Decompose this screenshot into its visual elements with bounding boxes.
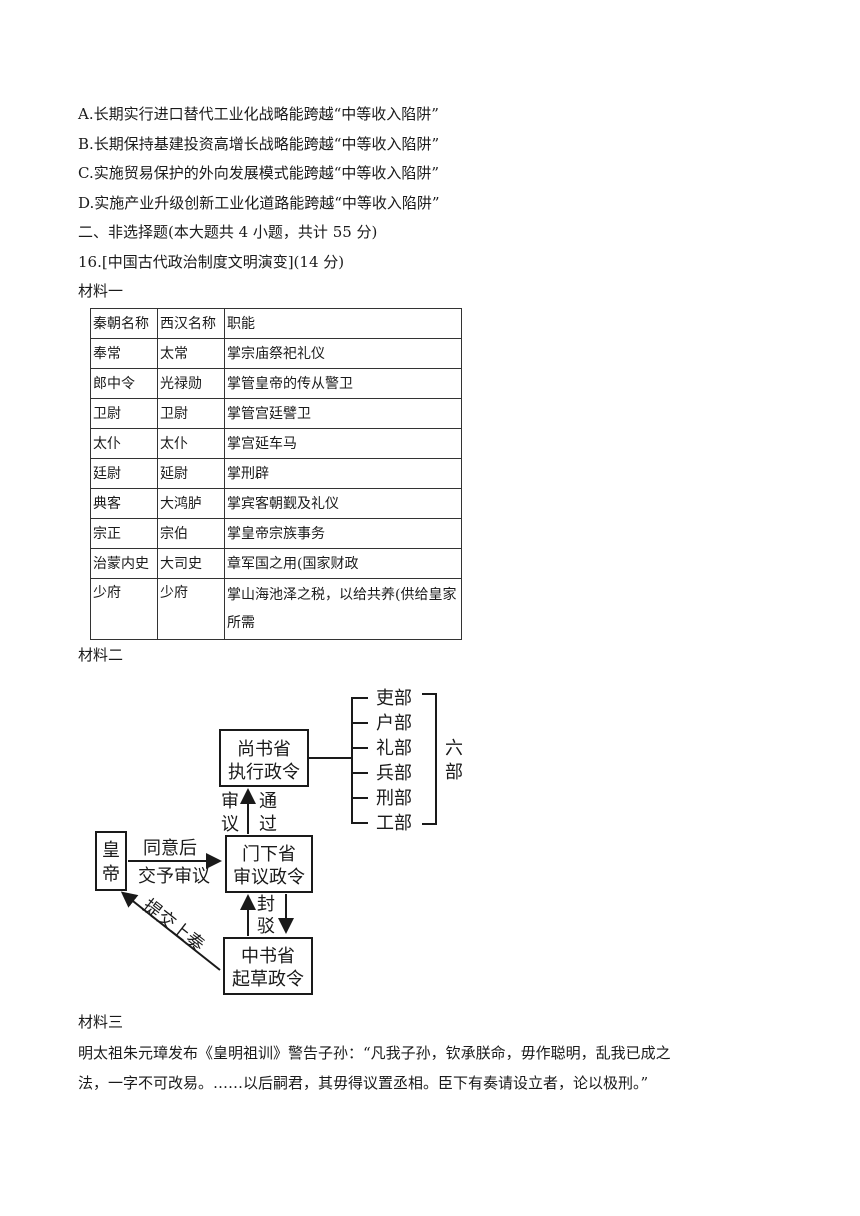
question-title: 16.[中国古代政治制度文明演变](14 分) bbox=[78, 253, 345, 271]
review-submit-label: 交予审议 bbox=[138, 866, 210, 887]
ministry-1: 吏部 bbox=[376, 688, 412, 709]
table-cell: 郎中令 bbox=[90, 368, 158, 399]
option-b: B.长期保持基建投资高增长战略能跨越“中等收入陷阱” bbox=[78, 135, 440, 153]
ministry-5: 刑部 bbox=[376, 788, 412, 809]
ministry-3: 礼部 bbox=[376, 738, 412, 759]
table-cell: 少府 bbox=[90, 578, 158, 640]
table-row: 典客 大鸿胪 掌宾客朝觐及礼仪 bbox=[90, 488, 462, 519]
table-cell: 掌宫延车马 bbox=[224, 428, 462, 459]
table-cell: 大司史 bbox=[157, 548, 225, 579]
section-heading: 二、非选择题(本大题共 4 小题，共计 55 分) bbox=[78, 223, 378, 241]
ministry-6: 工部 bbox=[376, 813, 412, 834]
table-cell: 掌皇帝宗族事务 bbox=[224, 518, 462, 549]
table-header-row: 秦朝名称 西汉名称 职能 bbox=[90, 308, 462, 339]
table-cell: 掌宾客朝觐及礼仪 bbox=[224, 488, 462, 519]
material1-label: 材料一 bbox=[78, 282, 124, 300]
menxia-name: 门下省 bbox=[242, 844, 296, 865]
table-cell: 治蒙内史 bbox=[90, 548, 158, 579]
table-cell: 太仆 bbox=[90, 428, 158, 459]
option-c: C.实施贸易保护的外向发展模式能跨越“中等收入陷阱” bbox=[78, 164, 440, 182]
table-cell: 延尉 bbox=[157, 458, 225, 489]
table-cell: 掌宗庙祭祀礼仪 bbox=[224, 338, 462, 369]
table-row: 宗正 宗伯 掌皇帝宗族事务 bbox=[90, 518, 462, 549]
header-cell: 西汉名称 bbox=[157, 308, 225, 339]
table-cell: 廷尉 bbox=[90, 458, 158, 489]
header-cell: 职能 bbox=[224, 308, 462, 339]
table-cell: 奉常 bbox=[90, 338, 158, 369]
table-cell: 卫尉 bbox=[157, 398, 225, 429]
review-char-1: 审 bbox=[221, 791, 239, 812]
agree-label: 同意后 bbox=[143, 838, 197, 859]
table-cell: 掌刑辟 bbox=[224, 458, 462, 489]
government-structure-diagram: 尚书省 执行政令 门下省 审议政令 中书省 起草政令 皇 帝 同意后 交予审议 … bbox=[95, 688, 463, 995]
pass-char-1: 通 bbox=[259, 791, 277, 812]
table-cell: 章军国之用(国家财政 bbox=[224, 548, 462, 579]
table-cell: 宗伯 bbox=[157, 518, 225, 549]
table-cell: 大鸿胪 bbox=[157, 488, 225, 519]
menxia-role: 审议政令 bbox=[233, 867, 305, 888]
ministry-4: 兵部 bbox=[376, 763, 412, 784]
table-cell: 掌山海池泽之税，以给共养(供给皇家所需 bbox=[224, 578, 462, 640]
reject-char-1: 封 bbox=[257, 894, 275, 915]
table-row: 少府 少府 掌山海池泽之税，以给共养(供给皇家所需 bbox=[90, 578, 462, 640]
table-cell: 光禄勋 bbox=[157, 368, 225, 399]
six-char-1: 六 bbox=[445, 738, 463, 759]
table-row: 奉常 太常 掌宗庙祭祀礼仪 bbox=[90, 338, 462, 369]
review-char-2: 议 bbox=[221, 814, 239, 835]
submit-label: 提交上奏 bbox=[139, 895, 209, 956]
table-row: 郎中令 光禄勋 掌管皇帝的传从警卫 bbox=[90, 368, 462, 399]
reject-char-2: 驳 bbox=[257, 916, 275, 937]
table-row: 太仆 太仆 掌宫延车马 bbox=[90, 428, 462, 459]
material3-line-2: 法，一字不可改易。……以后嗣君，其毋得议置丞相。臣下有奏请设立者，论以极刑。” bbox=[78, 1074, 649, 1092]
emperor-char-1: 皇 bbox=[102, 840, 120, 861]
emperor-char-2: 帝 bbox=[102, 864, 120, 885]
ministry-2: 户部 bbox=[376, 713, 412, 734]
table-row: 卫尉 卫尉 掌管宫廷譬卫 bbox=[90, 398, 462, 429]
shangshu-name: 尚书省 bbox=[237, 739, 291, 760]
table-cell: 太仆 bbox=[157, 428, 225, 459]
zhongshu-role: 起草政令 bbox=[232, 969, 304, 990]
zhongshu-name: 中书省 bbox=[241, 946, 295, 967]
option-a: A.长期实行进口替代工业化战略能跨越“中等收入陷阱” bbox=[78, 105, 439, 123]
emperor-box bbox=[95, 831, 127, 891]
option-d: D.实施产业升级创新工业化道路能跨越“中等收入陷阱” bbox=[78, 194, 440, 212]
table-cell: 掌管宫廷譬卫 bbox=[224, 398, 462, 429]
table-cell: 卫尉 bbox=[90, 398, 158, 429]
officials-table: 秦朝名称 西汉名称 职能 奉常 太常 掌宗庙祭祀礼仪 郎中令 光禄勋 掌管皇帝的… bbox=[90, 308, 462, 640]
material3-label: 材料三 bbox=[78, 1013, 124, 1031]
pass-char-2: 过 bbox=[259, 814, 277, 835]
table-cell: 宗正 bbox=[90, 518, 158, 549]
table-cell: 掌管皇帝的传从警卫 bbox=[224, 368, 462, 399]
menxia-box bbox=[225, 835, 313, 893]
table-cell: 少府 bbox=[157, 578, 225, 640]
header-cell: 秦朝名称 bbox=[90, 308, 158, 339]
six-char-2: 部 bbox=[445, 762, 463, 783]
material3-line-1: 明太祖朱元璋发布《皇明祖训》警告子孙：“凡我子孙，钦承朕命，毋作聪明，乱我已成之 bbox=[78, 1044, 671, 1062]
shangshu-role: 执行政令 bbox=[228, 762, 300, 783]
table-cell: 太常 bbox=[157, 338, 225, 369]
table-row: 廷尉 延尉 掌刑辟 bbox=[90, 458, 462, 489]
table-cell: 典客 bbox=[90, 488, 158, 519]
material2-label: 材料二 bbox=[78, 646, 124, 664]
table-row: 治蒙内史 大司史 章军国之用(国家财政 bbox=[90, 548, 462, 579]
zhongshu-box bbox=[223, 937, 313, 995]
